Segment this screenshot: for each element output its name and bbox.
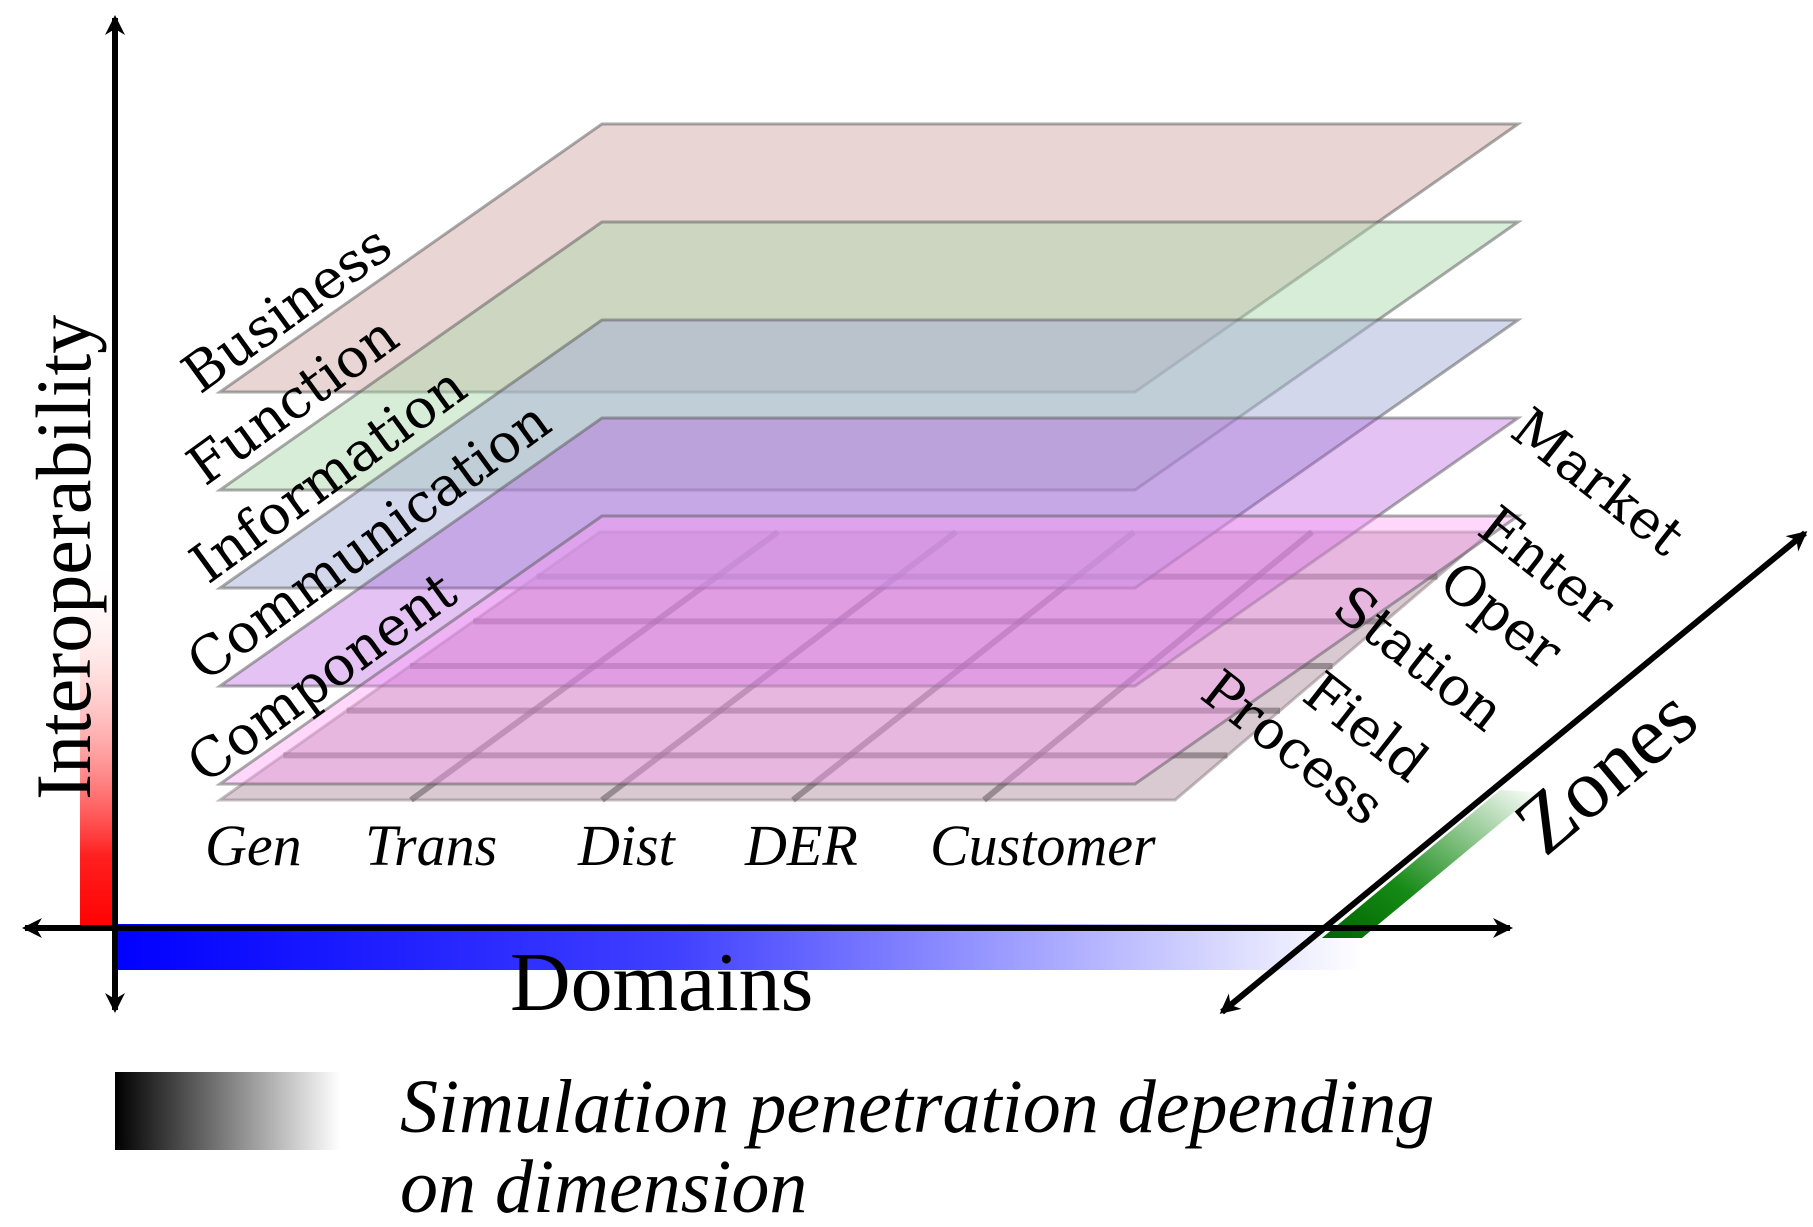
layer-planes: [215, 122, 1523, 786]
layer-plane-communication: [215, 416, 1523, 688]
grid-plane: [215, 529, 1495, 803]
domain-label-customer: Customer: [930, 813, 1156, 878]
domain-label-dist: Dist: [577, 813, 677, 878]
domain-label-der: DER: [744, 813, 858, 878]
depth-axis: [1219, 530, 1808, 1015]
domain-label-trans: Trans: [365, 813, 497, 878]
layer-plane-information: [215, 318, 1523, 590]
domain-labels: Gen Trans Dist DER Customer: [205, 813, 1156, 878]
interoperability-axis-title: Interoperability: [20, 315, 107, 800]
layer-plane-component: [215, 514, 1523, 786]
domains-axis-title: Domains: [510, 936, 813, 1029]
legend-gradient-swatch: [115, 1072, 340, 1150]
legend: Simulation penetration depending on dime…: [115, 1065, 1434, 1227]
domain-label-gen: Gen: [205, 813, 302, 878]
legend-text-line1: Simulation penetration depending: [400, 1065, 1434, 1149]
legend-text-line2: on dimension: [400, 1145, 807, 1227]
axes: [22, 15, 1808, 1015]
